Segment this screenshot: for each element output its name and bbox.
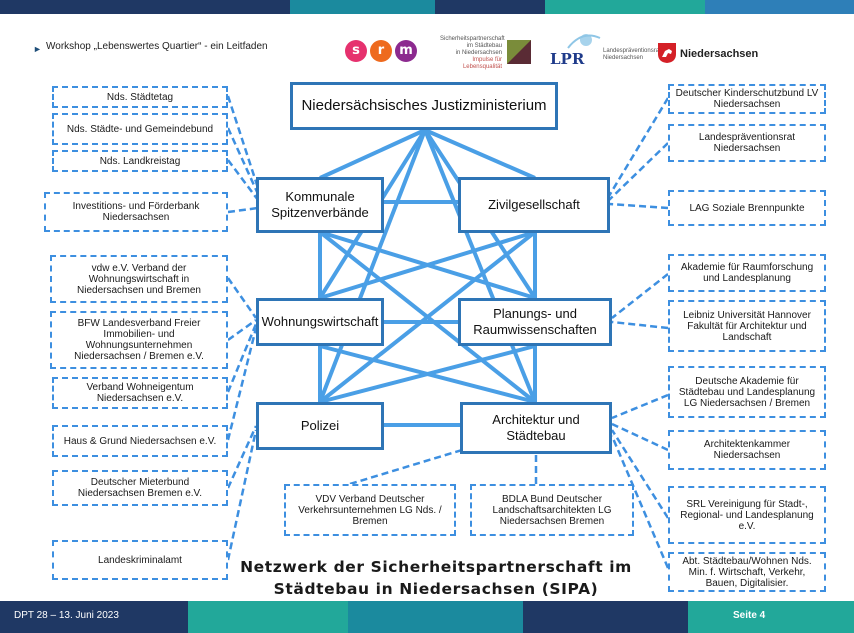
- partner-left-6: BFW Landesverband Freier Immobilien- und…: [50, 311, 228, 369]
- network-title: Netzwerk der Sicherheitspartnerschaft im…: [240, 558, 632, 598]
- partner-left-10: Landeskriminalamt: [52, 540, 228, 580]
- partner-left-3: Nds. Landkreistag: [52, 150, 228, 172]
- srm-logo-s: s: [345, 40, 367, 62]
- srm-logo-m: m: [395, 40, 417, 62]
- partner-right-8: SRL Vereinigung für Stadt-, Regional- un…: [668, 486, 826, 544]
- partner-left-9: Deutscher Mieterbund Niedersachsen Breme…: [52, 470, 228, 506]
- partner-right-4: Akademie für Raumforschung und Landespla…: [668, 254, 826, 292]
- niedersachsen-horse-icon: [658, 43, 676, 63]
- partner-right-7: Architektenkammer Niedersachsen: [668, 430, 826, 470]
- niedersachsen-logo-text: Niedersachsen: [680, 48, 759, 60]
- partner-left-8: Haus & Grund Niedersachsen e.V.: [52, 425, 228, 457]
- partner-left-1: Nds. Städtetag: [52, 86, 228, 108]
- node-zivilgesellschaft: Zivilgesellschaft: [458, 177, 610, 233]
- node-justizministerium: Niedersächsisches Justizministerium: [290, 82, 558, 130]
- sicherheit-logo-text: Sicherheitspartnerschaft im Städtebau in…: [440, 36, 505, 70]
- bullet-icon: ►: [33, 44, 42, 54]
- partner-right-5: Leibniz Universität Hannover Fakultät fü…: [668, 300, 826, 352]
- partner-left-7: Verband Wohneigentum Niedersachsen e.V.: [52, 377, 228, 409]
- node-polizei: Polizei: [256, 402, 384, 450]
- footer-page-number: Seite 4: [733, 610, 766, 621]
- partner-right-2: Landespräventionsrat Niedersachsen: [668, 124, 826, 162]
- partner-left-4: Investitions- und Förderbank Niedersachs…: [44, 192, 228, 232]
- srm-logo-r: r: [370, 40, 392, 62]
- node-kommunale-spitzenverbaende: Kommunale Spitzenverbände: [256, 177, 384, 233]
- node-planung-raumwissenschaften: Planungs- und Raumwissenschaften: [458, 298, 612, 346]
- svg-text:LPR: LPR: [550, 50, 585, 68]
- partner-left-5: vdw e.V. Verband der Wohnungswirtschaft …: [50, 255, 228, 303]
- node-wohnungswirtschaft: Wohnungswirtschaft: [256, 298, 384, 346]
- partner-right-1: Deutscher Kinderschutzbund LV Niedersach…: [668, 84, 826, 114]
- footer-date: DPT 28 – 13. Juni 2023: [14, 610, 119, 621]
- partner-right-6: Deutsche Akademie für Städtebau und Land…: [668, 366, 826, 418]
- partner-right-9: Abt. Städtebau/Wohnen Nds. Min. f. Wirts…: [668, 552, 826, 592]
- lpr-logo-subtext: Landespräventionsrat Niedersachsen: [603, 48, 661, 61]
- node-architektur-staedtebau: Architektur und Städtebau: [460, 402, 612, 454]
- partner-bottom-bdla: BDLA Bund Deutscher Landschaftsarchitekt…: [470, 484, 634, 536]
- partner-left-2: Nds. Städte- und Gemeindebund: [52, 113, 228, 145]
- partner-right-3: LAG Soziale Brennpunkte: [668, 190, 826, 226]
- top-color-bar: [0, 0, 854, 14]
- lpr-logo-icon: LPR: [550, 34, 601, 68]
- partner-bottom-vdv: VDV Verband Deutscher Verkehrsunternehme…: [284, 484, 456, 536]
- workshop-title: Workshop „Lebenswertes Quartier“ - ein L…: [46, 41, 268, 52]
- sicherheit-logo-icon: [507, 40, 531, 64]
- footer-bar: [0, 601, 854, 633]
